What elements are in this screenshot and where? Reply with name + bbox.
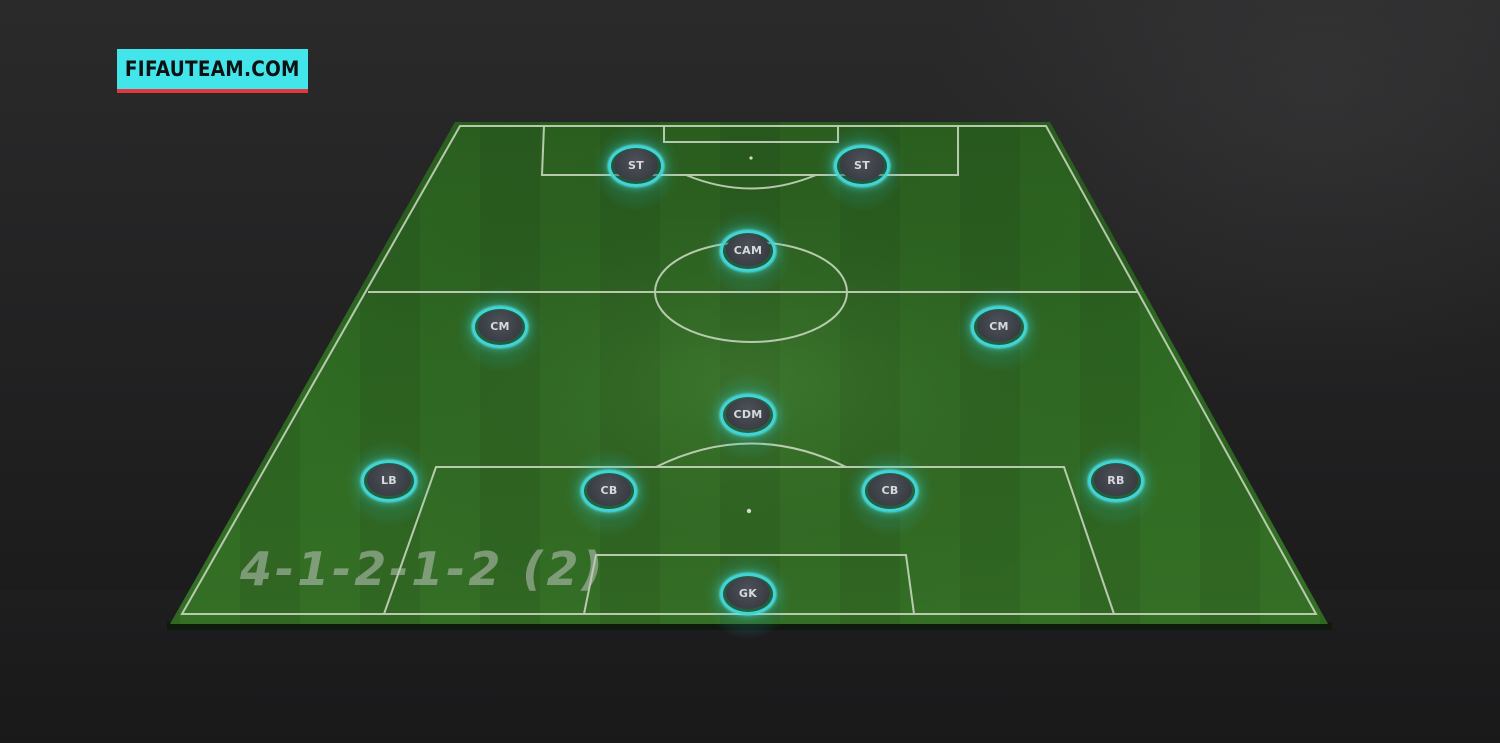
brand-label: FIFAUTEAM.COM (125, 57, 300, 81)
position-rb[interactable]: RB (1073, 440, 1159, 526)
position-label: CB (881, 483, 899, 497)
position-cb-left[interactable]: CB (566, 450, 652, 536)
formation-name: 4-1-2-1-2 (2) (240, 542, 606, 596)
position-label: CAM (733, 243, 763, 257)
position-cm-left[interactable]: CM (457, 286, 543, 372)
position-label: ST (627, 158, 645, 172)
position-lb[interactable]: LB (346, 440, 432, 526)
position-label: GK (738, 586, 758, 600)
position-label: CM (490, 319, 510, 333)
position-label: CM (989, 319, 1009, 333)
position-cb-right[interactable]: CB (847, 450, 933, 536)
position-st-right[interactable]: ST (819, 125, 905, 211)
position-st-left[interactable]: ST (593, 125, 679, 211)
brand-badge[interactable]: FIFAUTEAM.COM (117, 49, 308, 93)
position-label: ST (853, 158, 871, 172)
pitch-lines (180, 125, 1318, 615)
position-cdm[interactable]: CDM (705, 374, 791, 460)
position-cam[interactable]: CAM (705, 210, 791, 296)
position-label: CDM (733, 407, 763, 421)
position-gk[interactable]: GK (705, 553, 791, 639)
position-label: LB (381, 473, 397, 487)
position-label: RB (1107, 473, 1125, 487)
position-cm-right[interactable]: CM (956, 286, 1042, 372)
position-label: CB (600, 483, 618, 497)
